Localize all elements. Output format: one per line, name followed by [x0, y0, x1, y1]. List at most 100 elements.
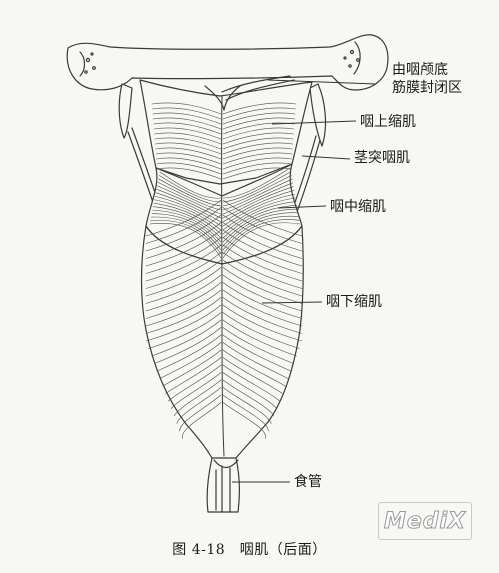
muscle-fiber	[151, 102, 222, 115]
label-esophagus: 食管	[294, 474, 322, 490]
muscle-fiber	[156, 162, 222, 175]
muscle-fiber	[222, 208, 298, 243]
leader-fascia	[267, 79, 377, 85]
muscle-fiber	[153, 127, 222, 140]
muscle-fiber	[152, 107, 222, 120]
muscle-fiber	[145, 289, 222, 327]
muscle-fiber	[222, 186, 294, 219]
leader-superior-constrictor	[271, 120, 357, 125]
muscle-fiber	[156, 189, 222, 219]
muscle-fiber	[222, 107, 296, 120]
muscle-fiber	[222, 394, 269, 432]
muscle-fiber	[222, 297, 303, 334]
muscle-fiber	[222, 175, 292, 207]
muscle-fiber	[168, 364, 222, 402]
muscle-fiber	[145, 214, 222, 252]
muscle-fiber	[170, 372, 222, 409]
muscle-fiber	[157, 185, 222, 215]
right-styloid	[309, 83, 327, 147]
muscle-fiber	[149, 223, 222, 259]
muscle-fiber	[222, 304, 303, 342]
muscle-fiber	[222, 372, 278, 409]
muscle-fiber	[222, 222, 303, 259]
muscle-fiber	[154, 327, 222, 364]
muscle-fiber	[222, 282, 303, 319]
leader-stylopharyngeus	[301, 155, 351, 160]
muscle-fiber	[222, 205, 297, 239]
muscle-fiber	[155, 192, 222, 223]
muscle-fiber	[222, 222, 301, 259]
muscle-fiber	[222, 219, 300, 255]
muscle-fiber	[155, 152, 222, 165]
muscle-fiber	[222, 267, 303, 304]
muscle-fiber	[182, 402, 222, 439]
muscle-fiber	[222, 387, 272, 424]
muscle-fiber	[151, 319, 222, 357]
muscle-fiber	[222, 364, 280, 402]
label-superior-constrictor: 咽上缩肌	[360, 114, 416, 130]
muscle-fiber	[155, 147, 222, 160]
muscle-fiber	[222, 327, 294, 364]
muscle-fiber	[222, 112, 296, 125]
muscle-fiber	[222, 132, 294, 145]
leader-inferior-constrictor	[261, 301, 323, 304]
muscle-fiber	[222, 244, 303, 282]
muscle-fiber	[179, 394, 222, 432]
medix-watermark: MediX	[378, 502, 472, 540]
label-fascia-line1: 由咽颅底	[392, 62, 448, 78]
muscle-fiber	[176, 387, 222, 424]
label-inferior-constrictor: 咽下缩肌	[326, 294, 382, 310]
muscle-fiber	[159, 171, 222, 199]
figure-caption: 图 4-18 咽肌（后面）	[172, 542, 327, 558]
muscle-fiber	[156, 167, 222, 180]
muscle-fiber	[222, 182, 293, 215]
muscle-fiber	[150, 219, 222, 255]
esophagus-outline	[206, 457, 240, 513]
muscle-fiber	[145, 297, 222, 334]
muscle-fiber	[145, 199, 222, 237]
muscle-fiber	[152, 209, 222, 243]
muscle-fiber	[222, 171, 291, 203]
muscle-fiber	[222, 229, 303, 267]
label-middle-constrictor: 咽中缩肌	[330, 199, 386, 215]
muscle-fiber	[222, 342, 289, 379]
muscle-fiber	[145, 267, 222, 304]
muscle-fiber	[222, 214, 303, 252]
muscle-fiber	[145, 274, 222, 312]
muscle-fiber	[222, 167, 292, 180]
muscle-fiber	[145, 229, 222, 267]
muscle-fiber	[222, 207, 303, 244]
muscle-fiber	[222, 127, 295, 140]
muscle-fiber	[222, 157, 292, 170]
muscle-fiber	[222, 402, 266, 439]
muscle-fiber	[145, 237, 222, 274]
muscle-fiber	[145, 252, 222, 289]
muscle-fiber	[158, 178, 222, 207]
muscle-fiber	[222, 201, 297, 235]
label-fascia-line2: 筋膜封闭区	[392, 80, 462, 96]
muscle-fiber	[145, 282, 222, 319]
muscle-fiber	[222, 312, 300, 349]
muscle-fiber	[222, 237, 303, 274]
muscle-fiber	[222, 259, 303, 297]
muscle-fiber	[153, 206, 222, 239]
muscle-fiber	[222, 334, 292, 372]
muscle-fiber	[145, 304, 222, 342]
muscle-fiber	[173, 379, 222, 417]
muscle-fiber	[222, 215, 299, 251]
label-stylopharyngeus: 茎突咽肌	[354, 150, 410, 166]
muscle-fiber	[222, 357, 283, 394]
watermark-text: MediX	[383, 508, 467, 534]
muscle-fiber	[148, 312, 222, 349]
skull-base	[66, 34, 389, 91]
muscle-fiber	[152, 112, 222, 125]
muscle-fiber	[155, 195, 222, 227]
muscle-fiber	[222, 349, 286, 387]
muscle-fiber	[222, 178, 293, 211]
muscle-fiber	[154, 142, 222, 155]
muscle-fiber	[222, 167, 291, 199]
muscle-fiber	[145, 244, 222, 282]
muscle-fiber	[153, 122, 222, 135]
muscle-fiber	[222, 147, 293, 160]
